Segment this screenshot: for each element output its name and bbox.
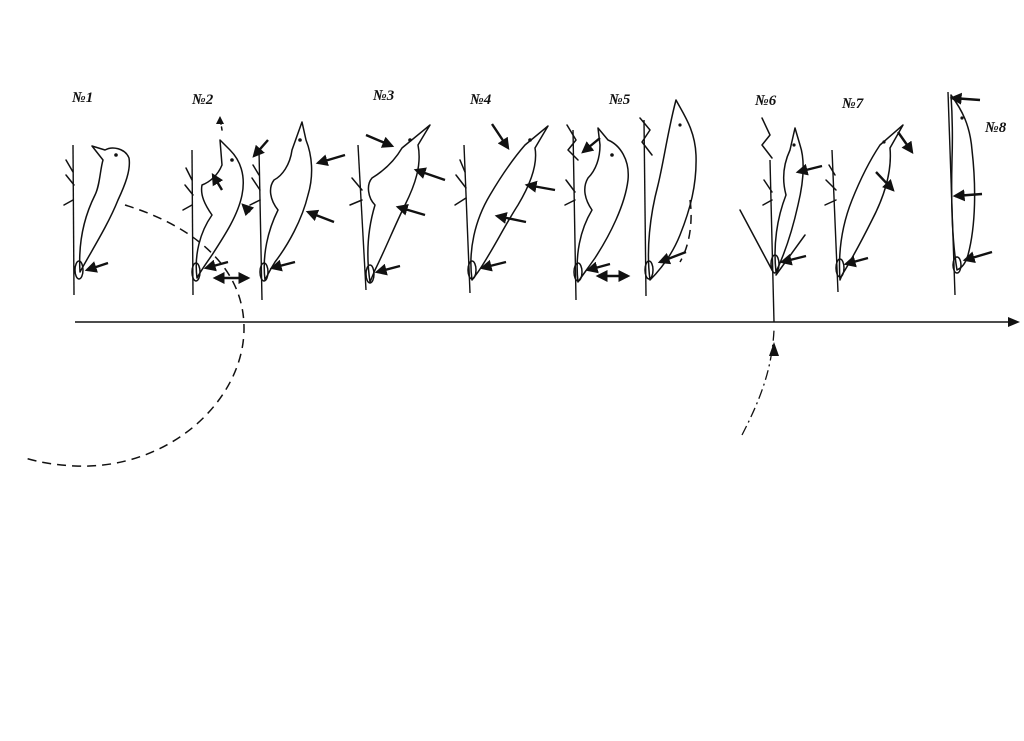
bird-figure-6 <box>739 117 823 323</box>
approach-arrow <box>769 342 779 356</box>
bird-figure-8 <box>947 91 993 296</box>
label-2: №2 <box>191 92 214 108</box>
label-3: №3 <box>372 88 395 104</box>
label-6: №6 <box>754 93 777 109</box>
approach-path-dashdot <box>741 329 775 436</box>
label-1: №1 <box>71 90 93 106</box>
bird-figure-5b <box>639 99 697 297</box>
label-8: №8 <box>984 120 1007 136</box>
label-7: №7 <box>841 96 864 112</box>
bird-figure-2a <box>182 116 251 296</box>
label-5: №5 <box>608 92 631 108</box>
label-4: №4 <box>469 92 492 108</box>
bird-figure-1 <box>63 144 131 296</box>
flight-path-dashed <box>24 204 245 467</box>
bird-figure-7 <box>824 124 914 293</box>
bird-figure-2b <box>241 121 346 301</box>
time-axis-arrowhead <box>1008 317 1020 327</box>
bird-figure-4 <box>454 123 556 294</box>
bird-figure-3 <box>349 124 446 291</box>
bird-figure-5a <box>564 124 631 301</box>
